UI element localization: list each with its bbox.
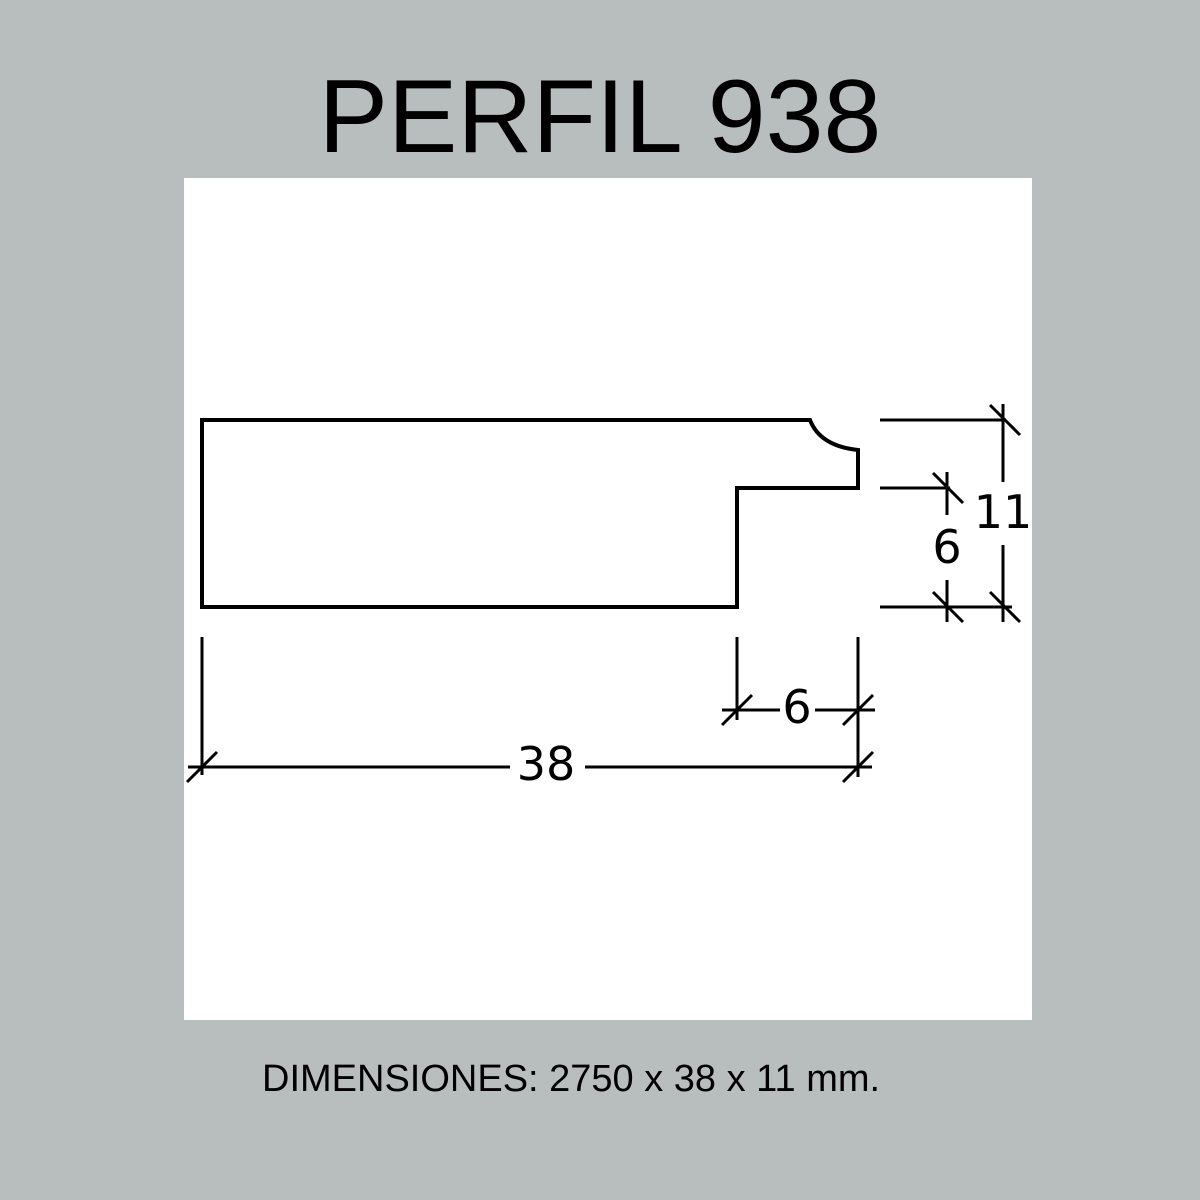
label-total-width: 38 [517,737,576,791]
label-total-height: 11 [974,485,1033,539]
tick [185,750,219,784]
tick [720,693,754,727]
tick [931,471,965,505]
drawing-panel [184,178,1032,1020]
tick [841,750,875,784]
dimensions-text: DIMENSIONES: 2750 x 38 x 11 mm. [262,1058,881,1100]
label-rabbet-height: 6 [932,520,961,574]
tick [988,403,1022,437]
page-title: PERFIL 938 [318,59,882,175]
tick [931,590,965,624]
label-rabbet-width: 6 [782,680,811,734]
profile-outline [200,418,860,609]
tick [988,590,1022,624]
dimension-lines [185,403,1022,784]
tick [841,693,875,727]
